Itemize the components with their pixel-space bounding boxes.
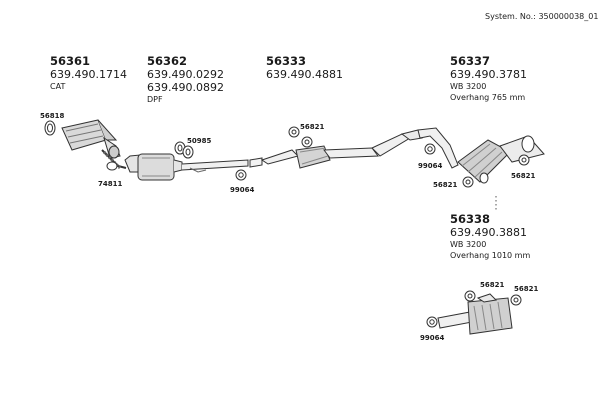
tag-56821-e: 56821 <box>514 285 539 293</box>
tag-56821-c: 56821 <box>511 172 536 180</box>
dpf-56362[interactable] <box>124 153 249 181</box>
hanger-56821-d[interactable] <box>464 290 476 302</box>
oem-number: 639.490.3781 <box>450 68 527 81</box>
tag-99064-c: 99064 <box>420 334 445 342</box>
part-number: 56333 <box>266 54 307 68</box>
oem-number: 639.490.0892 <box>147 81 224 94</box>
part-note: WB 3200 <box>450 240 487 249</box>
clamp-99064-b[interactable] <box>424 143 436 155</box>
tag-56821-b: 56821 <box>433 181 458 189</box>
part-note: CAT <box>50 82 66 91</box>
tag-56818: 56818 <box>40 112 65 120</box>
hanger-56821-c[interactable] <box>518 154 530 166</box>
part-number: 56337 <box>450 54 491 68</box>
part-group-56337: 56337 639.490.3781 WB 3200 Overhang 765 … <box>450 55 527 103</box>
part-group-56338: 56338 639.490.3881 WB 3200 Overhang 1010… <box>450 213 530 261</box>
rear-silencer-56338[interactable] <box>437 293 513 335</box>
hanger-56821-a[interactable] <box>288 126 313 148</box>
part-number: 56362 <box>147 54 188 68</box>
part-number: 56361 <box>50 54 91 68</box>
flex-pipe-74811[interactable] <box>101 149 127 171</box>
clamp-99064-a[interactable] <box>235 169 247 181</box>
tag-99064-b: 99064 <box>418 162 443 170</box>
clamp-50985[interactable] <box>174 141 194 159</box>
tag-56821-d: 56821 <box>480 281 505 289</box>
clamp-56818[interactable] <box>44 120 56 136</box>
tag-74811: 74811 <box>98 180 123 188</box>
part-note: Overhang 1010 mm <box>450 251 531 260</box>
oem-number: 639.490.3881 <box>450 226 527 239</box>
centre-silencer-56333[interactable] <box>249 129 423 169</box>
part-group-56361: 56361 639.490.1714 CAT <box>50 55 127 92</box>
part-group-56333: 56333 639.490.4881 <box>266 54 343 82</box>
hanger-56821-b[interactable] <box>462 176 474 188</box>
part-note: Overhang 765 mm <box>450 93 526 102</box>
tag-99064-a: 99064 <box>230 186 255 194</box>
part-note: DPF <box>147 95 163 104</box>
tag-56821-a: 56821 <box>300 123 325 131</box>
oem-number: 639.490.0292 <box>147 68 224 81</box>
system-number: System. No.: 350000038_01 <box>485 12 599 21</box>
hanger-56821-e[interactable] <box>510 294 522 306</box>
oem-number: 639.490.1714 <box>50 68 127 81</box>
part-number: 56338 <box>450 212 491 226</box>
oem-number: 639.490.4881 <box>266 68 343 81</box>
part-note: WB 3200 <box>450 82 487 91</box>
catalytic-converter-56361[interactable] <box>61 119 121 159</box>
tag-50985: 50985 <box>187 137 212 145</box>
rear-silencer-56337[interactable] <box>417 127 545 184</box>
part-group-56362: 56362 639.490.0292 639.490.0892 DPF <box>147 55 224 105</box>
clamp-99064-c[interactable] <box>426 316 438 328</box>
